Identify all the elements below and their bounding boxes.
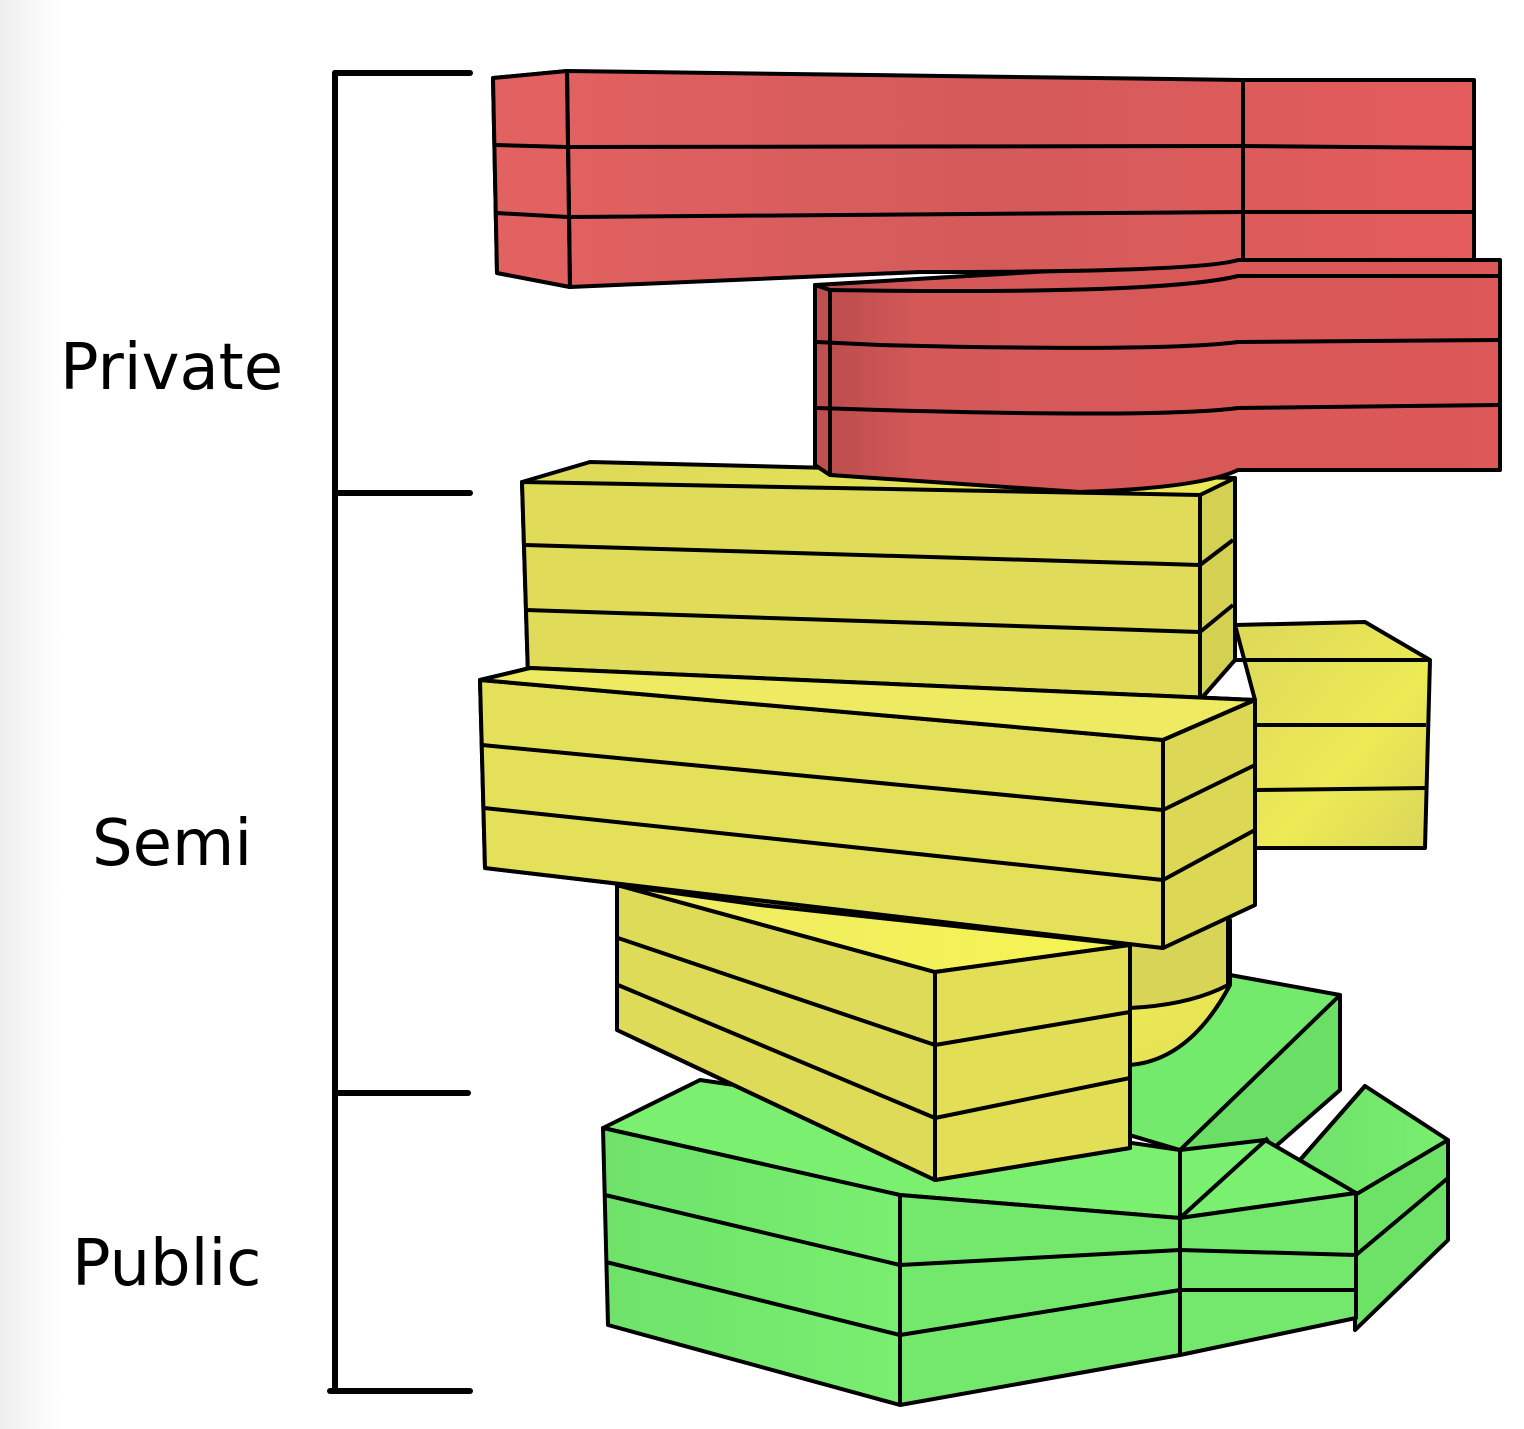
background-fade [0, 0, 60, 1429]
private-upper-slab [491, 69, 1476, 289]
zone-label-private: Private [60, 331, 284, 405]
semi-right-block [1233, 620, 1432, 850]
zone-label-semi: Semi [92, 807, 253, 881]
private-volumes [491, 69, 1502, 494]
private-lower-slab [813, 258, 1502, 494]
zone-label-public: Public [72, 1227, 262, 1301]
zone-bracket [327, 70, 473, 1394]
semi-volumes [478, 460, 1432, 1182]
